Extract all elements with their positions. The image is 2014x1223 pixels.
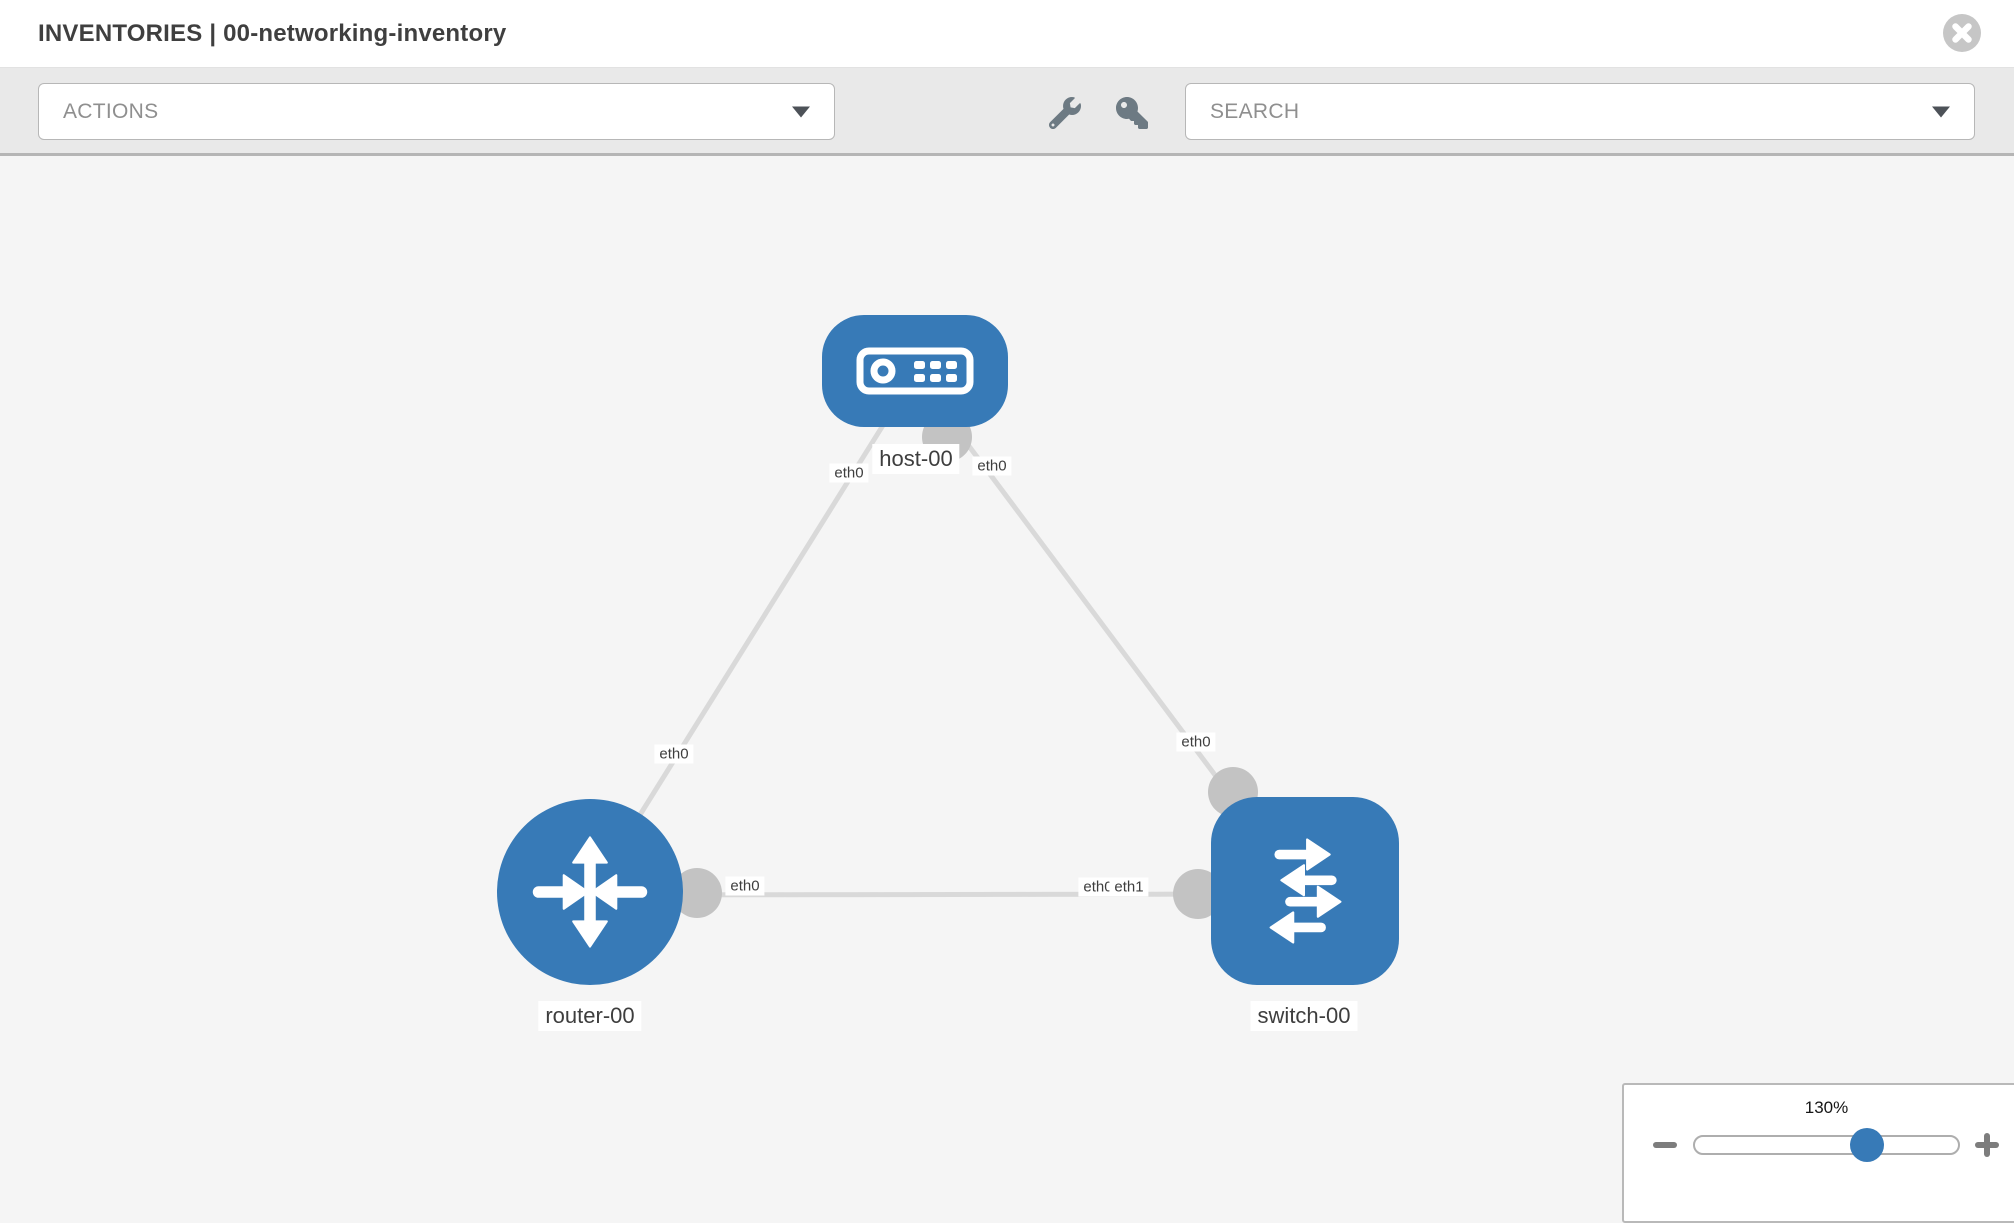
node-label-host: host-00 <box>872 444 960 474</box>
topology-links-layer <box>587 372 1307 919</box>
caret-down-icon <box>1932 106 1950 117</box>
interface-label: eth1 <box>1109 877 1149 897</box>
caret-down-icon <box>792 106 810 117</box>
zoom-level: 130% <box>1804 1098 1849 1117</box>
zoom-control-panel: 130% <box>1622 1083 2014 1223</box>
interface-connector[interactable] <box>1173 869 1223 919</box>
tools-button[interactable] <box>1048 97 1081 130</box>
zoom-in-button[interactable] <box>1973 1131 2001 1159</box>
node-router-00[interactable] <box>497 799 683 985</box>
interface-label: eth0 <box>829 463 869 483</box>
host-icon <box>856 347 974 395</box>
wrench-icon <box>1048 97 1081 130</box>
node-label-router: router-00 <box>538 1001 642 1031</box>
search-dropdown-label: SEARCH <box>1210 99 1300 123</box>
topology-canvas[interactable]: eth0 eth0 eth0 eth0 eth0 eth0 eth1 host-… <box>0 159 2014 1200</box>
zoom-out-button[interactable] <box>1651 1131 1679 1159</box>
node-host-00[interactable] <box>822 315 1008 427</box>
switch-icon <box>1269 838 1342 944</box>
page-title: INVENTORIES | 00-networking-inventory <box>38 20 507 47</box>
close-icon <box>1943 14 1981 52</box>
interface-label: eth0 <box>1176 732 1216 752</box>
key-button[interactable] <box>1116 97 1148 129</box>
page-header: INVENTORIES | 00-networking-inventory <box>0 0 2014 68</box>
interface-connector[interactable] <box>672 868 722 918</box>
router-icon <box>532 836 648 948</box>
interface-label: eth0 <box>1078 877 1118 897</box>
node-switch-00[interactable] <box>1211 797 1399 985</box>
actions-dropdown-label: ACTIONS <box>63 99 159 123</box>
zoom-slider-thumb[interactable] <box>1850 1128 1884 1162</box>
link-host-router <box>587 372 918 897</box>
interface-label: eth0 <box>725 876 765 896</box>
toolbar: ACTIONS SEARCH <box>0 68 2014 156</box>
interface-label: eth0 <box>972 456 1012 476</box>
zoom-slider[interactable] <box>1693 1128 1960 1162</box>
interface-label: eth0 <box>654 744 694 764</box>
close-button[interactable] <box>1943 14 1981 52</box>
key-icon <box>1116 97 1148 129</box>
actions-dropdown[interactable]: ACTIONS <box>38 83 835 140</box>
search-dropdown[interactable]: SEARCH <box>1185 83 1975 140</box>
node-label-switch: switch-00 <box>1250 1001 1358 1031</box>
